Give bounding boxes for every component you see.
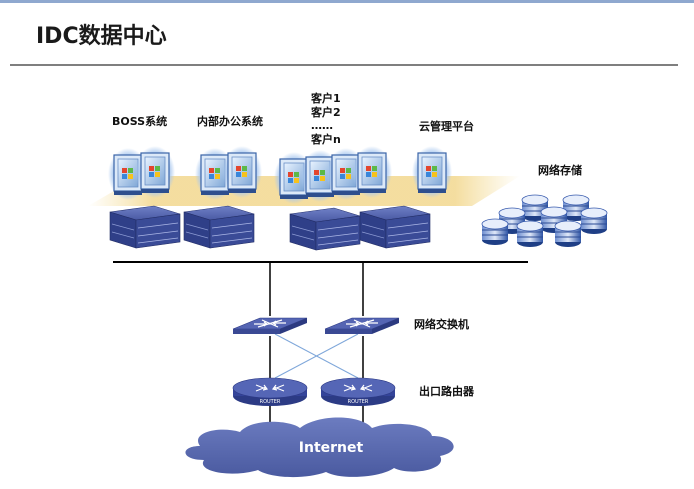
top-rule bbox=[0, 0, 694, 3]
vm-cluster-cloud bbox=[411, 145, 453, 199]
switch-left bbox=[232, 317, 308, 335]
label-customer-2: 客户2 bbox=[311, 105, 341, 119]
label-cloud-platform: 云管理平台 bbox=[419, 120, 474, 133]
router-badge-right: ROUTER bbox=[348, 399, 369, 405]
vm-cluster-boss bbox=[107, 145, 176, 201]
title-divider bbox=[10, 64, 678, 66]
server-customers bbox=[289, 207, 361, 251]
label-customer-1: 客户1 bbox=[311, 92, 341, 105]
label-internal-system: 内部办公系统 bbox=[197, 115, 263, 128]
server-cloud bbox=[359, 205, 431, 249]
label-customer-n: 客户n bbox=[311, 132, 341, 146]
switch-right bbox=[324, 317, 400, 335]
internet-cloud bbox=[185, 417, 454, 478]
storage-array bbox=[481, 194, 608, 248]
server-internal bbox=[183, 205, 255, 249]
label-customer-ellipsis: …… bbox=[311, 119, 333, 132]
label-internet: Internet bbox=[298, 440, 364, 456]
label-network-switch: 网络交换机 bbox=[414, 318, 469, 331]
cross-link-2 bbox=[274, 333, 359, 379]
vm-cluster-customers bbox=[273, 145, 393, 205]
router-right: ROUTER bbox=[320, 377, 396, 407]
router-badge-left: ROUTER bbox=[260, 399, 281, 405]
label-boss-system: BOSS系统 bbox=[112, 115, 168, 128]
label-exit-router: 出口路由器 bbox=[419, 385, 474, 398]
label-customers: 客户1 客户2 …… 客户n bbox=[311, 92, 341, 146]
server-boss bbox=[109, 205, 181, 249]
page-title: IDC数据中心 bbox=[36, 24, 167, 49]
label-network-storage: 网络存储 bbox=[538, 164, 582, 177]
router-left: ROUTER bbox=[232, 377, 308, 407]
vm-cluster-internal bbox=[194, 145, 263, 201]
